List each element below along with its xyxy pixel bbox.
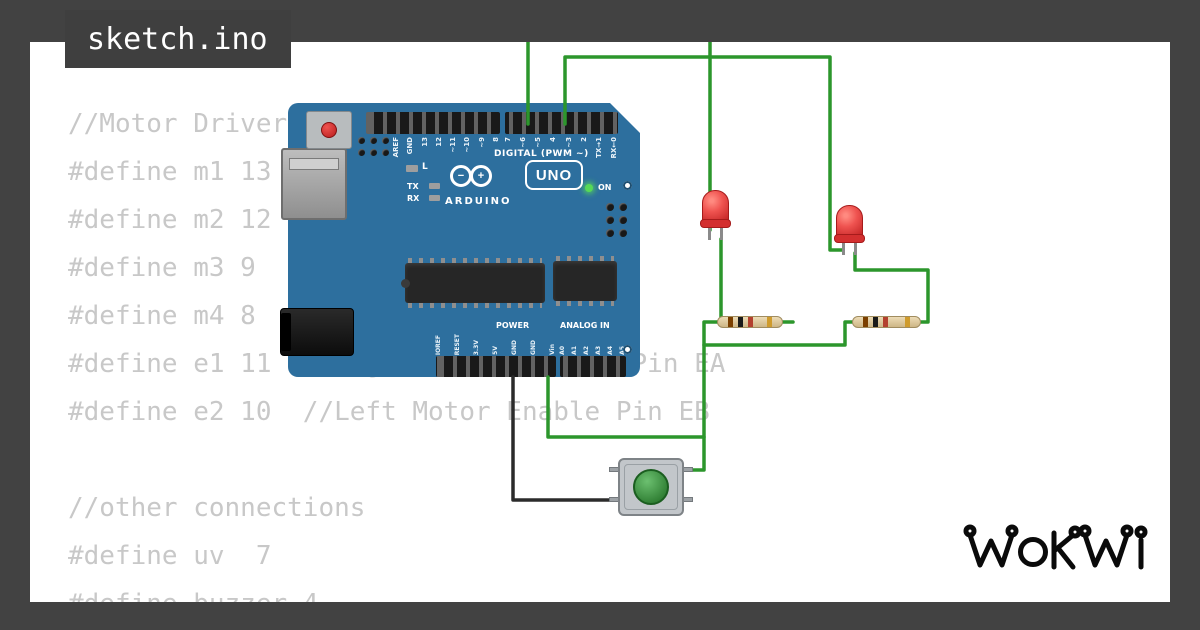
atmega-chip: [401, 258, 545, 308]
arduino-infinity-logo-icon: − +: [448, 163, 514, 193]
pushbutton-body: [618, 458, 684, 516]
mounting-hole: [623, 181, 632, 190]
wire-green-led2-to-resistor2[interactable]: [853, 251, 930, 324]
icsp-header: [606, 203, 627, 237]
red-led-2[interactable]: [834, 205, 865, 261]
code-block-item: #define m1 13: [68, 157, 272, 187]
code-block-item: #define m4 8: [68, 301, 256, 331]
rx-label: RX: [407, 194, 420, 203]
wire-green-junction-to-resistor2[interactable]: [702, 320, 854, 347]
analog-pin-header[interactable]: [560, 356, 626, 377]
frame-right: [1170, 0, 1200, 630]
power-pin-header[interactable]: [436, 356, 556, 377]
rx-led: [429, 195, 440, 201]
red-led-1[interactable]: [700, 190, 731, 246]
frame-bottom: [0, 602, 1200, 630]
wire-green-pin-to-led2[interactable]: [563, 55, 845, 252]
tx-label: TX: [407, 182, 419, 191]
power-on-led: [585, 184, 593, 192]
icsp2-header: [358, 137, 389, 156]
wire-green-pin-to-junction[interactable]: [546, 375, 706, 439]
resistor-2[interactable]: [852, 316, 921, 328]
wire-black-gnd-to-button[interactable]: [511, 375, 615, 502]
power-jack: [280, 308, 354, 356]
secondary-chip: [553, 256, 617, 306]
pushbutton-inner-ring: [624, 464, 678, 510]
analog-in-label: ANALOG IN: [560, 321, 610, 330]
tx-led: [429, 183, 440, 189]
code-block-item: #define m3 9: [68, 253, 256, 283]
file-tab[interactable]: sketch.ino: [65, 10, 291, 68]
code-block-item: #define e2 10 //Left Motor Enable Pin EB: [68, 397, 710, 427]
digital-pwm-label: DIGITAL (PWM ~): [494, 149, 589, 159]
file-name: sketch.ino: [87, 21, 268, 57]
code-block-item: //Motor Driver: [68, 109, 288, 139]
code-block: //Motor Driver #define m1 13 #define m2 12…: [68, 100, 725, 628]
arduino-brand-text: ARDUINO: [445, 196, 512, 207]
wire-green-junction-to-button[interactable]: [682, 320, 720, 472]
frame-left: [0, 0, 30, 630]
pushbutton-cap[interactable]: [633, 469, 669, 505]
l-led-label: L: [422, 162, 428, 172]
code-block-item: //other connections: [68, 493, 366, 523]
red-led-2-bulb: [834, 205, 865, 243]
usb-connector: [281, 148, 347, 220]
reset-button[interactable]: [306, 111, 352, 149]
red-led-1-bulb: [700, 190, 731, 228]
wokwi-logo: WOKWI: [963, 524, 1148, 570]
uno-model-badge: UNO: [525, 160, 583, 190]
reset-button-cap[interactable]: [321, 122, 337, 138]
mounting-hole: [623, 345, 632, 354]
power-label: POWER: [496, 321, 530, 330]
code-block-item: #define m2 12: [68, 205, 272, 235]
code-block-item: #define uv 7: [68, 541, 272, 571]
digital-pin-header-left[interactable]: [366, 112, 500, 134]
resistor-1[interactable]: [717, 316, 783, 328]
digital-pin-header-right[interactable]: [505, 112, 618, 134]
pushbutton[interactable]: [609, 458, 693, 516]
builtin-led-l: [406, 165, 418, 172]
on-label: ON: [598, 183, 612, 192]
